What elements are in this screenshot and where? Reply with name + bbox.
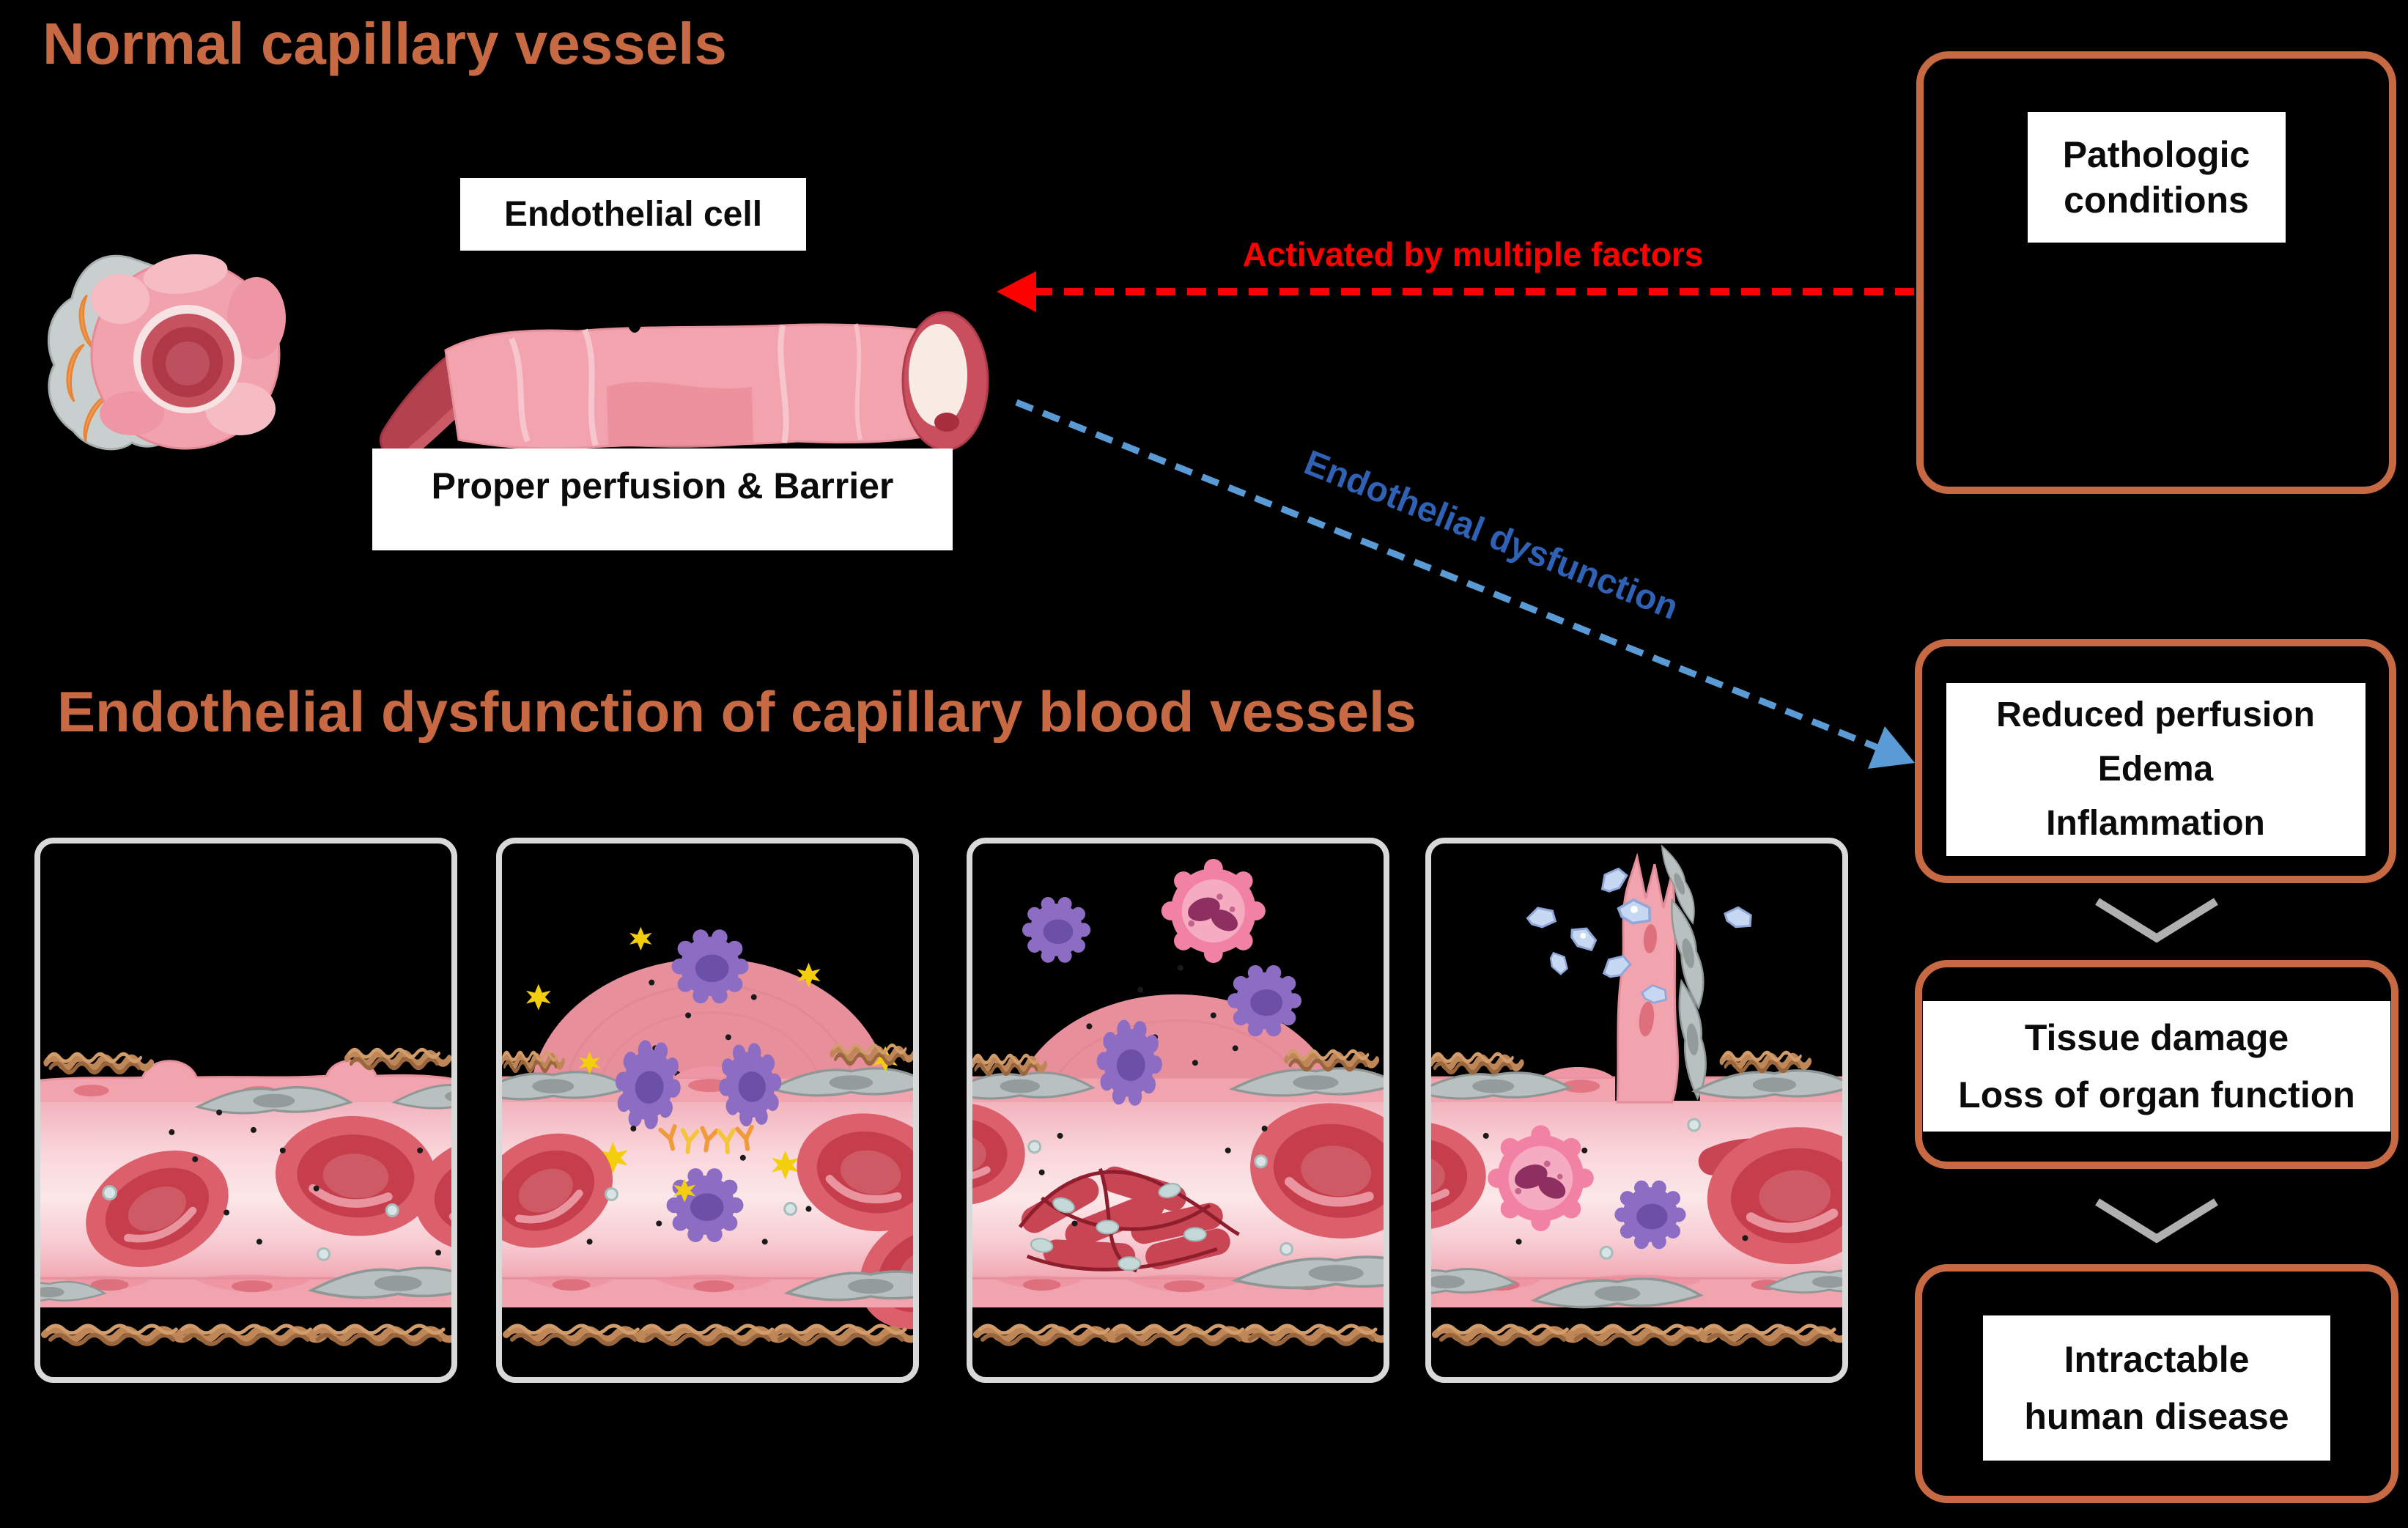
blood-clot <box>1018 1166 1240 1273</box>
flow-box-label: Intractable human disease <box>1983 1315 2330 1461</box>
blue-dashed-arrow <box>1015 399 1915 769</box>
chevron-down-icon <box>2095 1198 2218 1244</box>
flow-box-reduced-perfusion: Reduced perfusion Edema Inflammation <box>1915 639 2396 883</box>
endothelial-cell-label-text: Endothelial cell <box>503 195 763 234</box>
leukocyte-icon <box>1022 897 1091 963</box>
thrombosed-capillary-panel-illustration <box>972 858 1384 1377</box>
panel-thrombosis <box>967 838 1389 1383</box>
flow-line: conditions <box>2064 180 2249 221</box>
panel-leukocyte-infiltration-edema <box>496 838 919 1383</box>
flow-box-label: Reduced perfusion Edema Inflammation <box>1946 683 2365 856</box>
neutrophil-icon <box>1161 858 1266 963</box>
activated-by-multiple-factors-label: Activated by multiple factors <box>1242 235 1704 273</box>
red-dashed-arrow <box>997 271 1914 312</box>
section-title-normal: Normal capillary vessels <box>43 11 727 76</box>
chevron-down-icon <box>2095 898 2218 943</box>
flow-line: Inflammation <box>2046 804 2265 843</box>
flow-box-pathologic-conditions: Pathologic conditions <box>1916 51 2396 494</box>
edema-dome <box>529 958 891 1102</box>
proper-perfusion-barrier-label: Proper perfusion & Barrier <box>372 449 953 550</box>
flow-box-tissue-damage: Tissue damage Loss of organ function <box>1915 960 2398 1169</box>
flow-line: Edema <box>2097 750 2214 789</box>
capillary-tube-illustration <box>379 306 989 459</box>
neutrophil-icon <box>1488 1125 1594 1232</box>
flow-box-label: Tissue damage Loss of organ function <box>1923 1001 2390 1132</box>
flow-line: Loss of organ function <box>1958 1074 2355 1115</box>
panel-normal-capillary <box>34 838 457 1383</box>
section-title-dysfunction: Endothelial dysfunction of capillary blo… <box>57 679 1417 744</box>
flow-box-label: Pathologic conditions <box>2027 112 2286 243</box>
inflamed-capillary-panel-illustration <box>502 926 913 1377</box>
flow-line: Pathologic <box>2062 134 2250 175</box>
panel-vessel-disruption <box>1425 838 1848 1383</box>
disrupted-capillary-panel-illustration <box>1431 844 1842 1377</box>
flow-line: Tissue damage <box>2024 1017 2289 1058</box>
flow-box-intractable-disease: Intractable human disease <box>1915 1264 2398 1503</box>
vessel-sprout <box>1616 852 1679 1104</box>
capillary-cross-section-illustration <box>48 254 286 451</box>
endothelial-cell-label: Endothelial cell <box>460 178 806 251</box>
flow-line: Intractable <box>2064 1339 2250 1380</box>
flow-line: Reduced perfusion <box>1996 695 2315 734</box>
flow-line: human disease <box>2024 1396 2289 1437</box>
normal-capillary-panel-illustration <box>40 844 451 1377</box>
proper-perfusion-barrier-label-text: Proper perfusion & Barrier <box>431 465 894 506</box>
cell-debris <box>1526 867 1752 1004</box>
